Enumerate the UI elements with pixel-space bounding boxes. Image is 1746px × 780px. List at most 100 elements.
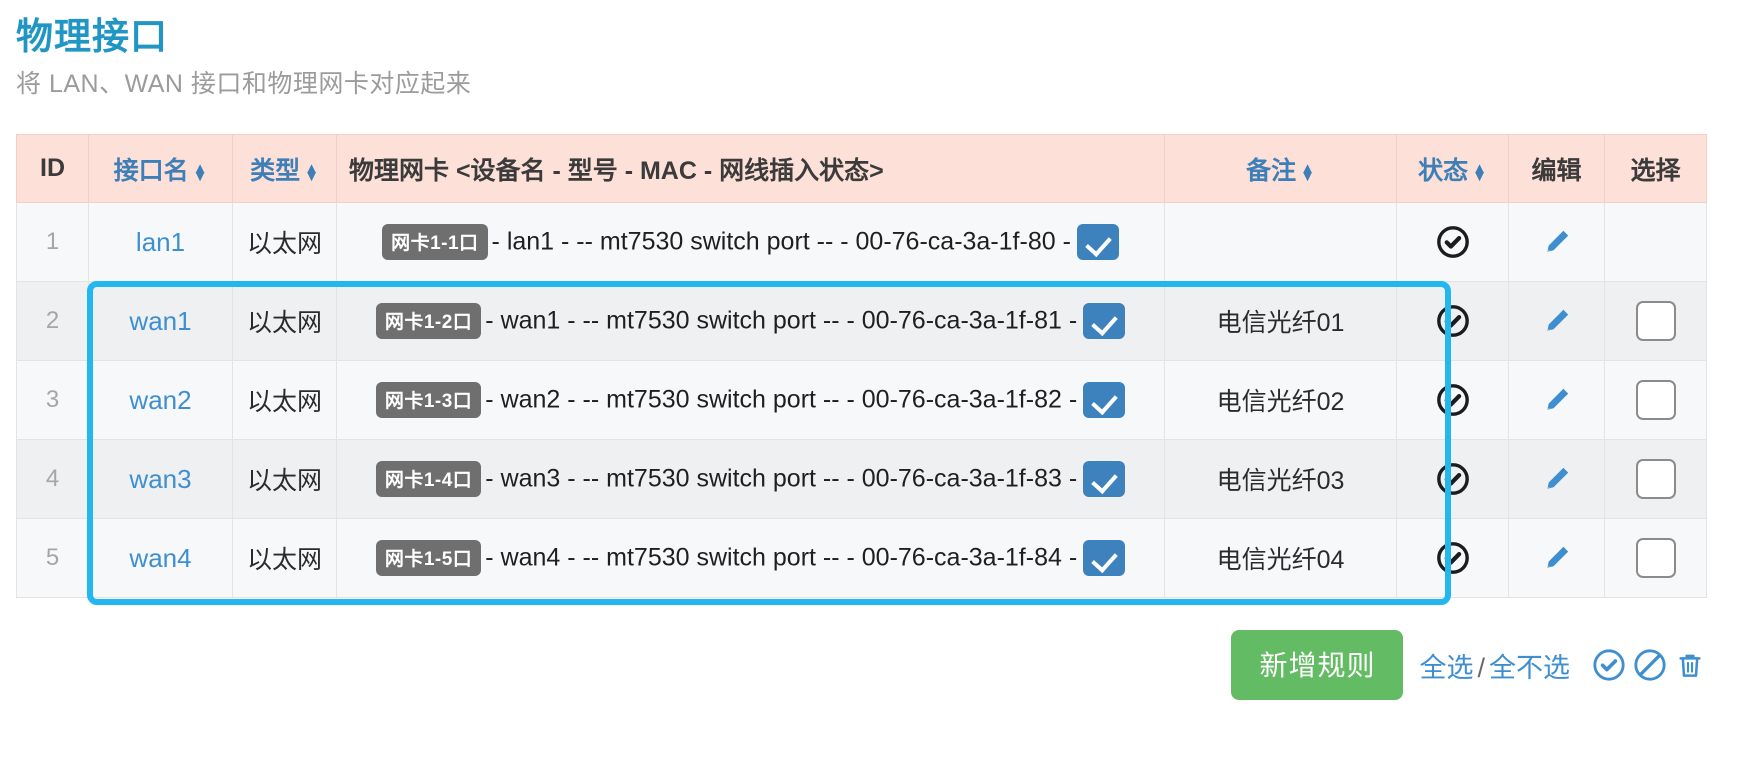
cell-select [1604, 360, 1707, 441]
sort-arrows-icon[interactable]: ▲▼ [192, 159, 208, 185]
cell-note: 电信光纤02 [1164, 360, 1397, 441]
check-circle-icon[interactable] [1436, 384, 1470, 417]
column-header-interface-name-label: 接口名 [113, 156, 189, 185]
interface-name-link[interactable]: lan1 [135, 226, 186, 257]
row-select-checkbox[interactable] [1635, 301, 1676, 342]
table-footer: 新增规则 全选/全不选 [16, 630, 1706, 701]
add-rule-button[interactable]: 新增规则 [1231, 630, 1404, 701]
cell-state [1396, 518, 1509, 599]
cell-note [1164, 202, 1397, 283]
cable-plugged-checkbox[interactable] [1083, 461, 1126, 498]
cell-state [1396, 360, 1509, 441]
cell-edit [1508, 202, 1605, 283]
cable-plugged-checkbox[interactable] [1076, 224, 1119, 261]
cell-note: 电信光纤03 [1164, 439, 1397, 520]
column-header-nic-label: 物理网卡 <设备名 - 型号 - MAC - 网线插入状态> [349, 156, 884, 185]
row-select-checkbox[interactable] [1635, 538, 1676, 579]
nic-description: - wan4 - -- mt7530 switch port -- - 00-7… [485, 543, 1078, 572]
cell-type: 以太网 [232, 518, 337, 599]
column-header-edit-label: 编辑 [1531, 156, 1582, 185]
pencil-icon[interactable] [1541, 465, 1573, 492]
cable-plugged-checkbox[interactable] [1083, 540, 1126, 577]
pencil-icon[interactable] [1541, 544, 1573, 571]
table-row: 1 lan1 以太网 网卡1-1口- lan1 - -- mt7530 switch … [16, 202, 1707, 283]
table-row: 3 wan2 以太网 网卡1-3口- wan2 - -- mt7530 switch … [16, 360, 1707, 441]
bulk-action-icons [1592, 648, 1706, 682]
link-separator: / [1477, 652, 1485, 683]
cell-note: 电信光纤04 [1164, 518, 1397, 599]
column-header-id: ID [16, 134, 89, 204]
cell-id: 5 [16, 518, 89, 599]
page-title: 物理接口 [16, 16, 168, 57]
nic-port-badge: 网卡1-2口 [375, 303, 482, 340]
cell-state [1396, 439, 1509, 520]
check-circle-icon[interactable] [1436, 226, 1470, 259]
cell-note: 电信光纤01 [1164, 281, 1397, 362]
interface-name-link[interactable]: wan1 [129, 305, 192, 336]
select-none-link[interactable]: 全不选 [1489, 652, 1570, 683]
pencil-icon[interactable] [1541, 228, 1573, 255]
nic-port-badge: 网卡1-1口 [382, 224, 488, 261]
pencil-icon[interactable] [1541, 386, 1573, 413]
nic-port-badge: 网卡1-5口 [375, 540, 482, 577]
page-subtitle: 将 LAN、WAN 接口和物理网卡对应起来 [16, 70, 472, 99]
interface-name-link[interactable]: wan2 [129, 384, 192, 415]
column-header-note[interactable]: 备注▲▼ [1164, 134, 1397, 204]
cell-interface-name: wan3 [88, 439, 233, 520]
cell-nic: 网卡1-4口- wan3 - -- mt7530 switch port -- … [336, 439, 1165, 520]
row-select-checkbox[interactable] [1635, 380, 1676, 421]
cell-edit [1508, 360, 1605, 441]
table-body: 1 lan1 以太网 网卡1-1口- lan1 - -- mt7530 switch … [16, 202, 1707, 599]
check-circle-icon[interactable] [1436, 463, 1470, 496]
column-header-note-label: 备注 [1246, 156, 1297, 185]
physical-interface-table: ID 接口名▲▼ 类型▲▼ 物理网卡 <设备名 - 型号 - MAC - 网线插… [16, 134, 1707, 599]
cable-plugged-checkbox[interactable] [1083, 303, 1126, 340]
column-header-type-label: 类型 [250, 156, 301, 185]
cell-type: 以太网 [232, 360, 337, 441]
cell-id: 1 [16, 202, 89, 283]
row-select-checkbox[interactable] [1635, 459, 1676, 500]
nic-description: - wan2 - -- mt7530 switch port -- - 00-7… [485, 385, 1078, 414]
cable-plugged-checkbox[interactable] [1083, 382, 1126, 419]
sort-arrows-icon[interactable]: ▲▼ [1472, 159, 1487, 185]
table-row: 2 wan1 以太网网卡1-2口- wan1 - -- mt7530 switch … [16, 281, 1707, 362]
sort-arrows-icon[interactable]: ▲▼ [304, 159, 319, 185]
table-container: ID 接口名▲▼ 类型▲▼ 物理网卡 <设备名 - 型号 - MAC - 网线插… [16, 134, 1730, 606]
check-circle-icon[interactable] [1436, 305, 1470, 338]
cell-type: 以太网 [232, 202, 337, 283]
cell-edit [1508, 518, 1605, 599]
column-header-state-label: 状态 [1418, 156, 1469, 185]
column-header-select: 选择 [1604, 134, 1707, 204]
cell-type: 以太网 [232, 281, 337, 362]
select-all-link[interactable]: 全选 [1419, 652, 1474, 683]
interface-name-link[interactable]: wan4 [129, 542, 192, 573]
delete-trash-icon[interactable] [1674, 648, 1706, 682]
column-header-id-label: ID [40, 154, 65, 183]
cell-state [1396, 202, 1509, 283]
nic-port-badge: 网卡1-4口 [375, 461, 482, 498]
cell-id: 2 [16, 281, 89, 362]
enable-check-circle-icon[interactable] [1592, 648, 1626, 682]
column-header-select-label: 选择 [1630, 156, 1681, 185]
cell-select [1604, 281, 1707, 362]
column-header-interface-name[interactable]: 接口名▲▼ [88, 134, 233, 204]
cell-interface-name: lan1 [88, 202, 233, 283]
sort-arrows-icon[interactable]: ▲▼ [1300, 159, 1315, 185]
column-header-type[interactable]: 类型▲▼ [232, 134, 337, 204]
column-header-state[interactable]: 状态▲▼ [1396, 134, 1509, 204]
column-header-nic: 物理网卡 <设备名 - 型号 - MAC - 网线插入状态> [336, 134, 1165, 204]
nic-description: - wan3 - -- mt7530 switch port -- - 00-7… [485, 464, 1078, 493]
check-circle-icon[interactable] [1436, 542, 1470, 575]
cell-nic: 网卡1-2口- wan1 - -- mt7530 switch port -- … [336, 281, 1165, 362]
interface-name-link[interactable]: wan3 [129, 463, 192, 494]
nic-description: - lan1 - -- mt7530 switch port -- - 00-7… [491, 227, 1071, 256]
cell-id: 4 [16, 439, 89, 520]
pencil-icon[interactable] [1541, 307, 1573, 334]
cell-nic: 网卡1-5口- wan4 - -- mt7530 switch port -- … [336, 518, 1165, 599]
disable-ban-icon[interactable] [1633, 648, 1667, 682]
nic-port-badge: 网卡1-3口 [375, 382, 482, 419]
cell-id: 3 [16, 360, 89, 441]
table-header-row: ID 接口名▲▼ 类型▲▼ 物理网卡 <设备名 - 型号 - MAC - 网线插… [16, 134, 1707, 204]
